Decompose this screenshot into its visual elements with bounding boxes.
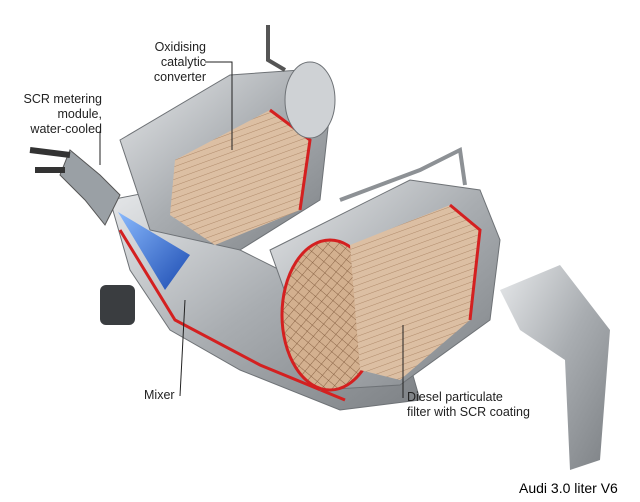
label-line: SCR metering [23,92,103,106]
caption: Audi 3.0 liter V6 [519,480,618,496]
label-line: Diesel particulate [407,390,503,404]
outlet-pipe [500,265,610,470]
label-line: Oxidising [154,40,206,54]
label-scr-metering-module: SCR metering module, water-cooled [8,92,103,137]
label-line: catalytic converter [153,55,206,84]
label-diesel-particulate-filter: Diesel particulate filter with SCR coati… [407,390,530,420]
leader-lines [99,61,404,398]
label-line: filter with SCR coating [407,405,530,419]
dpf-substrate [350,205,480,380]
oxidation-catalyst-substrate [170,110,310,245]
label-mixer: Mixer [144,388,175,402]
label-oxidising-catalytic-converter: Oxidising catalytic converter [110,40,206,85]
label-line: module, [57,107,102,121]
scr-metering-module [59,149,121,226]
mounting-bracket [100,285,135,325]
adblue-spray [118,212,190,290]
label-line: water-cooled [30,122,102,136]
